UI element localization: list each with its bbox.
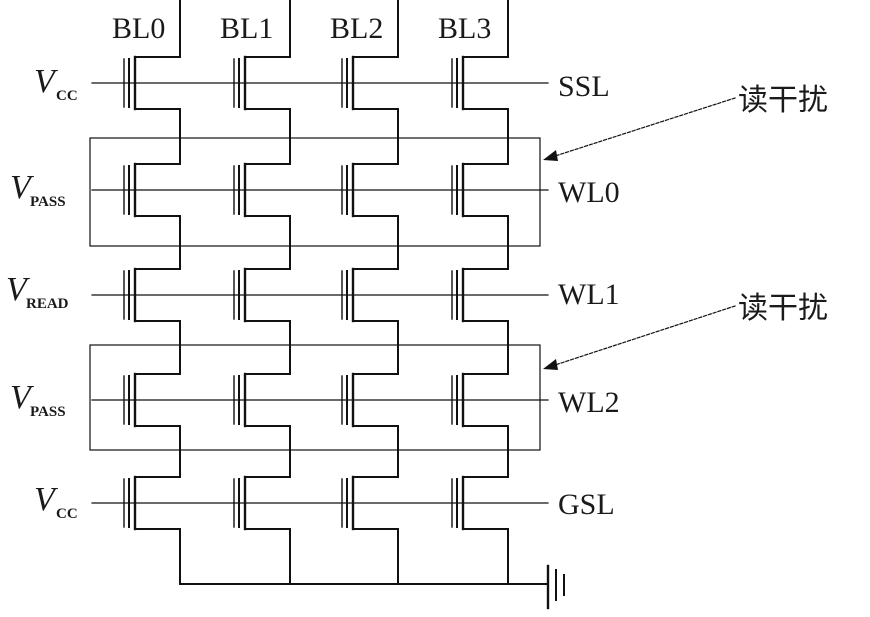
- bit-line-label-2: BL2: [330, 12, 383, 45]
- voltage-labels: V CC V PASS V READ V PASS V CC: [6, 63, 78, 522]
- bit-line-label-0: BL0: [112, 12, 165, 45]
- circuit: [91, 0, 549, 585]
- line-label-gsl: GSL: [558, 488, 615, 521]
- line-label-wl1: WL1: [558, 278, 620, 311]
- read-disturb-box-wl2: [89, 344, 541, 451]
- read-disturb-box-wl0: [89, 137, 541, 247]
- read-disturb-label-2: 读干扰: [738, 291, 828, 326]
- read-disturb-arrow-1: [543, 97, 736, 161]
- voltage-sub-gsl: CC: [56, 506, 78, 522]
- line-label-wl2: WL2: [558, 386, 620, 419]
- ground-symbol: [509, 564, 565, 610]
- voltage-sub-wl0: PASS: [30, 194, 66, 210]
- bit-line-label-1: BL1: [220, 12, 273, 45]
- bit-line-label-3: BL3: [438, 12, 491, 45]
- read-disturb-label-1: 读干扰: [738, 83, 828, 118]
- bit-line-labels: BL0 BL1 BL2 BL3: [112, 12, 491, 45]
- line-label-wl0: WL0: [558, 176, 620, 209]
- voltage-sub-wl1: READ: [26, 296, 69, 312]
- line-labels: SSL WL0 WL1 WL2 GSL: [558, 70, 620, 521]
- voltage-sub-ssl: CC: [56, 88, 78, 104]
- voltage-sub-wl2: PASS: [30, 404, 66, 420]
- line-label-ssl: SSL: [558, 70, 610, 103]
- read-disturb-arrow-2: [543, 305, 736, 370]
